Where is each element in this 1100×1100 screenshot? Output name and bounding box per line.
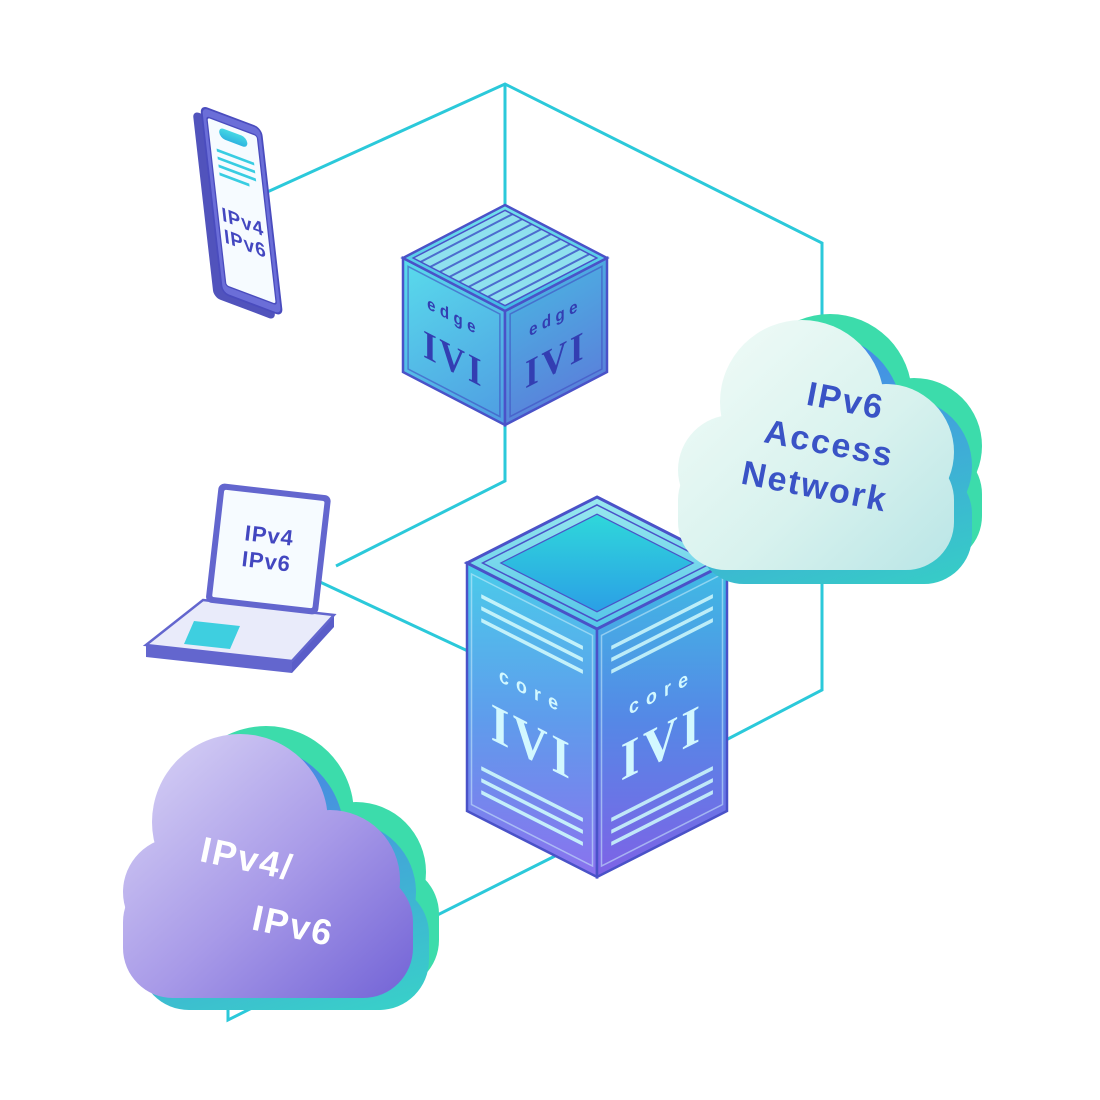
laptop-screen xyxy=(212,489,325,609)
core-router-top-screen xyxy=(499,513,695,613)
smartphone: IPv4 IPv6 xyxy=(193,106,283,319)
ipv4-ipv6-cloud: IPv4/ IPv6 xyxy=(123,726,439,1010)
core-right-face-lines xyxy=(611,594,713,846)
core-router: core IVI core IVI xyxy=(463,495,731,880)
laptop-touchpad xyxy=(184,621,240,649)
core-router-left-inner-border xyxy=(470,572,594,868)
edge-router-left-inner-border xyxy=(407,265,501,418)
core-router-top-mid-border xyxy=(480,504,714,622)
smartphone-notch xyxy=(219,128,248,147)
laptop-base-right-edge xyxy=(292,615,334,673)
laptop-label-line2: IPv6 xyxy=(241,546,293,576)
smartphone-screen xyxy=(206,116,277,305)
laptop-base-front-edge xyxy=(146,645,292,673)
laptop-label-line1: IPv4 xyxy=(243,520,295,550)
laptop: IPv4 IPv6 xyxy=(142,483,337,673)
edge-router-right-inner-border xyxy=(509,265,603,418)
core-left-face-lines xyxy=(481,594,583,846)
core-router-right-inner-border xyxy=(600,572,724,868)
edge-router-cube: edge IVI edge IVI xyxy=(400,203,610,428)
connector-phone-to-edge-to-access xyxy=(264,82,824,743)
ipv6-access-cloud: IPv6 Access Network xyxy=(678,314,982,584)
connector-laptop-to-core xyxy=(319,580,471,654)
smartphone-screen-lines xyxy=(216,148,257,187)
